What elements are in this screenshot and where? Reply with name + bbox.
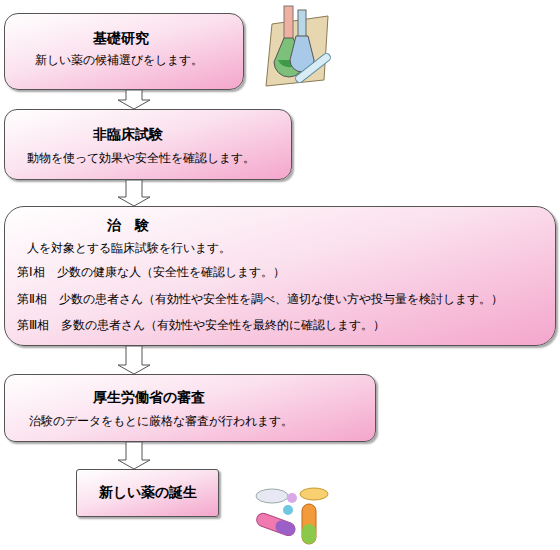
box-title: 非臨床試験 <box>93 126 287 144</box>
box-title: 厚生労働省の審査 <box>93 389 371 407</box>
box-title: 治 験 <box>107 217 551 235</box>
box-text: 動物を使って効果や安全性を確認します。 <box>27 151 287 166</box>
box-text: 第Ⅰ相 少数の健康な人（安全性を確認します。） <box>17 265 551 280</box>
box-text: 第Ⅱ相 少数の患者さん（有効性や安全性を調べ、適切な使い方や投与量を検討します。… <box>17 292 551 307</box>
box-title: 基礎研究 <box>93 30 239 48</box>
process-box: 厚生労働省の審査治験のデータをもとに厳格な審査が行われます。 <box>4 374 376 442</box>
box-text: 人を対象とする臨床試験を行います。 <box>27 241 551 256</box>
process-box: 治 験人を対象とする臨床試験を行います。第Ⅰ相 少数の健康な人（安全性を確認しま… <box>4 206 556 346</box>
block-arrow <box>118 442 150 469</box>
block-arrow <box>118 90 150 109</box>
process-box: 非臨床試験動物を使って効果や安全性を確認します。 <box>4 109 292 180</box>
box-title: 新しい薬の誕生 <box>77 484 218 502</box>
box-text: 新しい薬の候補選びをします。 <box>35 53 239 68</box>
box-text: 第Ⅲ相 多数の患者さん（有効性や安全性を最終的に確認します。） <box>17 318 551 333</box>
process-box: 基礎研究新しい薬の候補選びをします。 <box>4 13 244 90</box>
flask-illustration <box>262 2 334 94</box>
block-arrow <box>118 180 150 206</box>
process-box: 新しい薬の誕生 <box>76 469 219 517</box>
box-text: 治験のデータをもとに厳格な審査が行われます。 <box>29 414 371 429</box>
block-arrow <box>118 346 150 374</box>
pills-illustration <box>252 486 334 548</box>
